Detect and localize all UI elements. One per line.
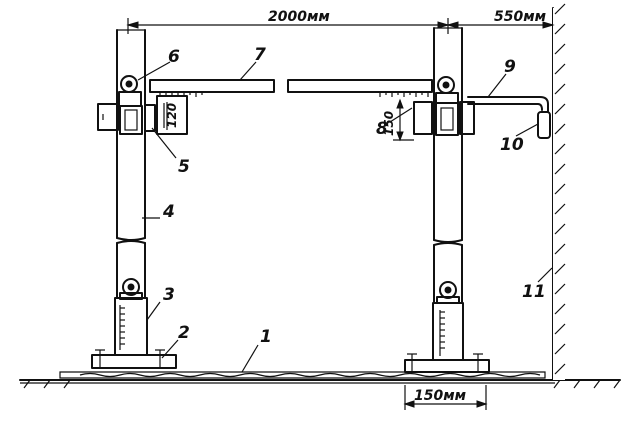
dimension-span: 2000мм (268, 9, 330, 25)
label-7: 7 (254, 45, 266, 65)
label-8: 8 (376, 119, 388, 139)
dimension-lines (126, 18, 555, 410)
label-10: 10 (500, 135, 524, 155)
floor (19, 371, 621, 389)
label-11: 11 (522, 282, 546, 302)
wall (552, 3, 566, 381)
label-6: 6 (168, 47, 180, 67)
label-3: 3 (163, 285, 175, 305)
label-4: 4 (162, 202, 175, 222)
label-2: 2 (178, 323, 190, 343)
dimension-clamp-right: 150 (382, 111, 396, 136)
measuring-bar (149, 79, 433, 97)
label-9: 9 (504, 57, 516, 77)
dimension-base-offset: 150мм (414, 388, 466, 404)
right-stand (404, 27, 551, 373)
dimension-wall-gap: 550мм (494, 9, 546, 25)
label-1: 1 (260, 327, 272, 347)
leader-lines (137, 61, 553, 373)
left-stand (91, 29, 188, 369)
label-5: 5 (178, 157, 190, 177)
dimension-clamp-left: 120 (165, 103, 179, 128)
